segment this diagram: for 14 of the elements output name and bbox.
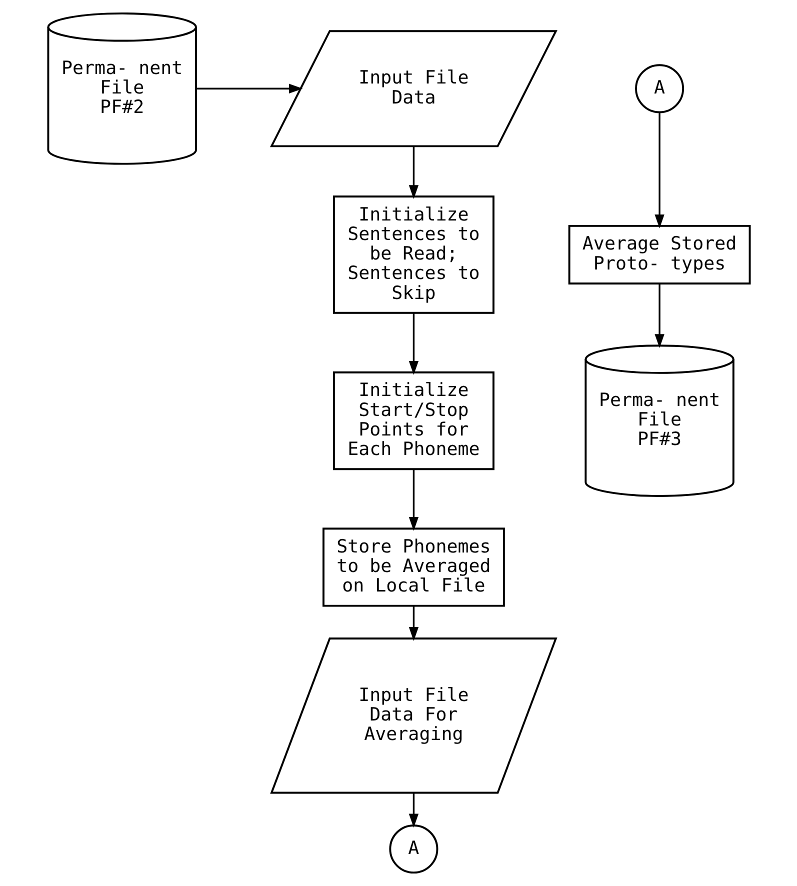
node-box: Initialize Start/Stop Points for Each Phoneme: [332, 371, 494, 470]
node-box: Average Stored Proto- types: [568, 224, 750, 284]
node-circle: A: [634, 64, 684, 114]
arrow: [408, 469, 418, 531]
arrow: [408, 793, 418, 828]
arrow: [654, 284, 664, 348]
arrow: [654, 112, 664, 228]
node-circle: A: [388, 824, 438, 874]
node-box: Store Phonemes to be Averaged on Local File: [322, 528, 504, 607]
arrow: [408, 146, 418, 200]
arrow: [408, 313, 418, 375]
arrow: [408, 606, 418, 641]
arrow: [196, 84, 302, 94]
node-box: Initialize Sentences to be Read; Sentences to Skip: [332, 196, 494, 314]
